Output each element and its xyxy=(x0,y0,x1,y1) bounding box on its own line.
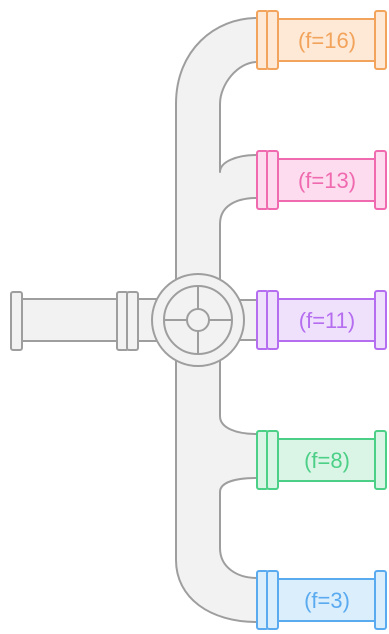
outlet-end-flange xyxy=(374,150,387,210)
valve-hub xyxy=(186,308,210,332)
valve xyxy=(151,273,245,367)
outlet-label: (f=16) xyxy=(298,28,356,53)
outlet-flange-inner xyxy=(266,10,279,70)
inlet-pipe-body xyxy=(19,298,119,342)
outlet-end-flange xyxy=(374,430,387,490)
outlet-pipe-body xyxy=(277,578,377,622)
outlet-label: (f=3) xyxy=(304,588,350,613)
inlet-pipe-flange-inner xyxy=(126,291,139,351)
inlet-pipe-end-flange xyxy=(10,291,23,351)
outlets: (f=16) (f=13) (f=11) (f=8) (f=3) xyxy=(256,10,387,630)
outlet-end-flange xyxy=(374,10,387,70)
outlet-flange-inner xyxy=(266,430,279,490)
outlet-flange-inner xyxy=(266,150,279,210)
outlet-label: (f=13) xyxy=(298,168,356,193)
outlet-flange-inner xyxy=(266,570,279,630)
outlet-end-flange xyxy=(374,570,387,630)
outlet-pipe-body xyxy=(277,438,377,482)
outlet-5: (f=3) xyxy=(256,570,387,630)
outlet-flange-inner xyxy=(266,290,279,350)
outlet-3: (f=11) xyxy=(256,290,387,350)
outlet-4: (f=8) xyxy=(256,430,387,490)
outlet-2: (f=13) xyxy=(256,150,387,210)
outlet-end-flange xyxy=(374,290,387,350)
outlet-label: (f=8) xyxy=(304,448,350,473)
outlet-1: (f=16) xyxy=(256,10,387,70)
outlet-label: (f=11) xyxy=(299,308,355,333)
